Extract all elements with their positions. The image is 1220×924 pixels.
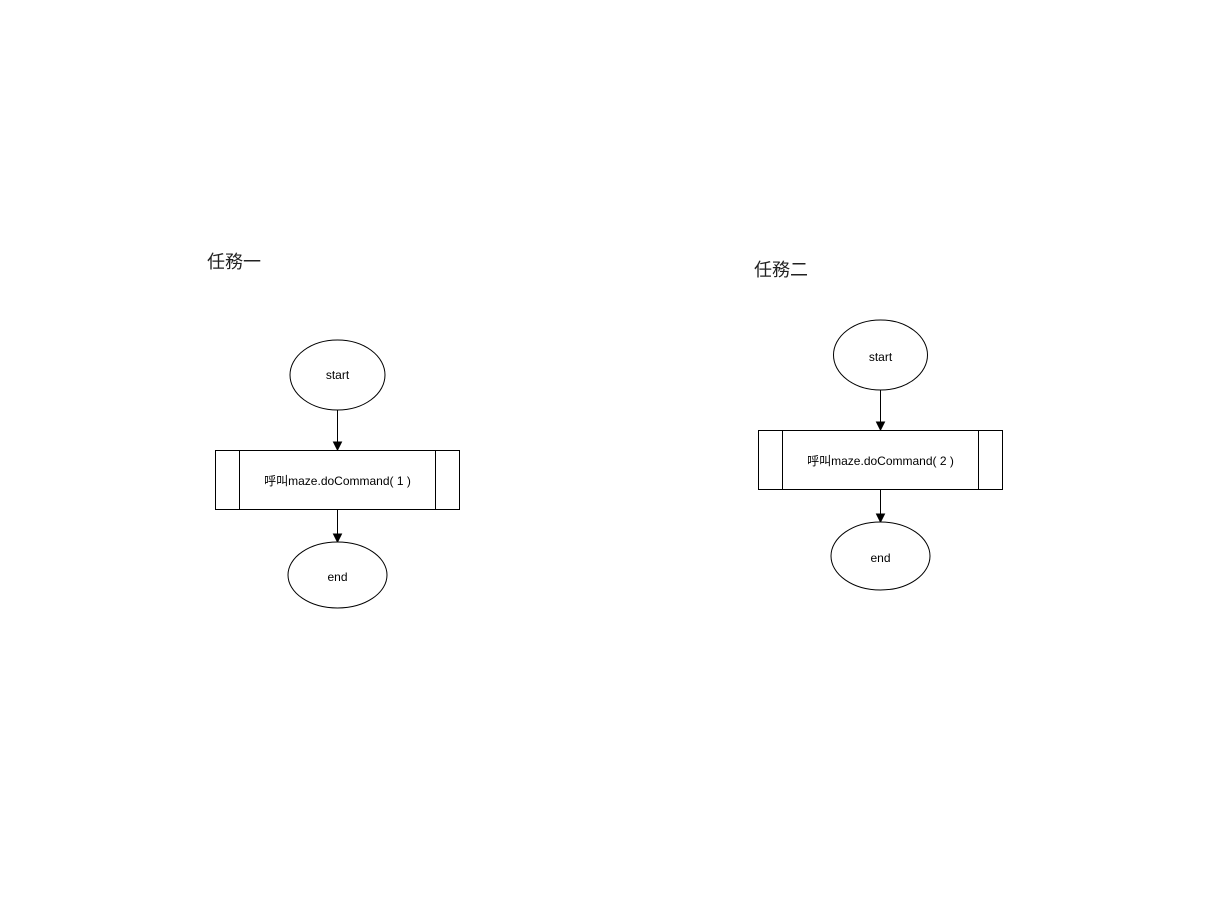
edge-start-to-process [875,390,886,432]
start-node[interactable]: start [833,319,928,391]
edge-process-to-end [332,510,343,544]
end-ellipse [830,521,931,591]
process-node[interactable]: 呼叫maze.doCommand( 1 ) [215,450,460,510]
arrowhead-icon [875,421,886,432]
process-label: 呼叫maze.doCommand( 2 ) [807,454,954,468]
start-node[interactable]: start [289,339,386,411]
end-label: end [870,551,890,565]
start-label: start [326,368,350,382]
edge-start-to-process [332,410,343,452]
process-box [758,430,1003,490]
process-label: 呼叫maze.doCommand( 1 ) [264,474,411,488]
edge-process-to-end [875,490,886,524]
process-node[interactable]: 呼叫maze.doCommand( 2 ) [758,430,1003,490]
flowchart-task-1: 任務一 start 呼叫maze.doCommand( 1 ) end [207,252,460,609]
start-label: start [869,350,893,364]
end-node[interactable]: end [830,521,931,591]
arrowhead-icon [875,513,886,524]
arrowhead-icon [332,441,343,452]
flowchart-title: 任務一 [207,252,261,272]
process-box [215,450,460,510]
end-label: end [327,570,347,584]
end-node[interactable]: end [287,541,388,609]
flowchart-title: 任務二 [754,260,808,280]
end-ellipse [287,541,388,609]
arrowhead-icon [332,533,343,544]
flowchart-task-2: 任務二 start 呼叫maze.doCommand( 2 ) end [754,260,1003,591]
